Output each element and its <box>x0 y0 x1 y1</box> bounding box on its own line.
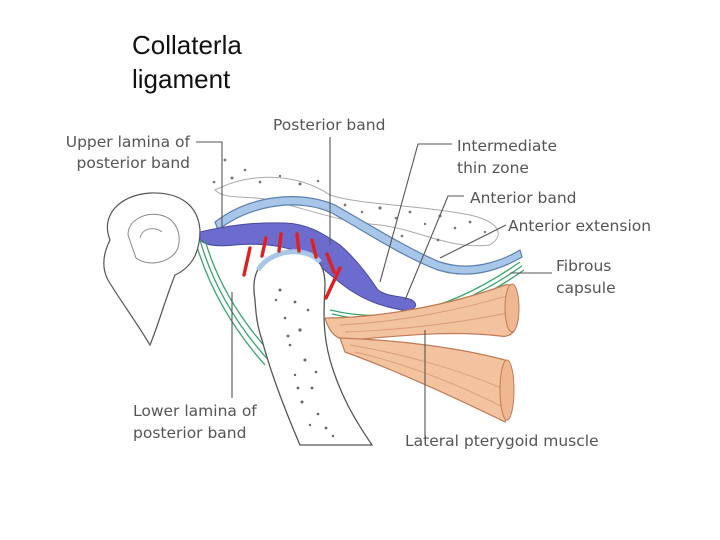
label-fibrous-line2: capsule <box>556 279 616 297</box>
collateral-ligament-marks <box>242 232 342 300</box>
title-line-1: Collaterla <box>132 30 242 60</box>
glenoid-cartilage <box>214 196 523 275</box>
label-upper-lamina-line1: Upper lamina of <box>66 133 191 151</box>
label-lateral-pterygoid: Lateral pterygoid muscle <box>405 432 599 450</box>
label-anterior-extension: Anterior extension <box>508 217 651 235</box>
postglenoid-bone <box>103 192 201 347</box>
label-fibrous-line1: Fibrous <box>556 257 611 275</box>
label-intermediate-line1: Intermediate <box>457 137 557 155</box>
mandibular-condyle <box>253 249 374 446</box>
lateral-pterygoid-muscle <box>324 283 520 423</box>
slide-title: Collaterla ligament <box>132 28 332 96</box>
leader-lines <box>196 137 552 436</box>
label-anterior-band: Anterior band <box>470 189 577 207</box>
label-intermediate-line2: thin zone <box>457 159 529 177</box>
label-lower-lamina-line2: posterior band <box>133 424 246 442</box>
label-posterior-band: Posterior band <box>273 116 385 134</box>
label-lower-lamina-line1: Lower lamina of <box>133 402 257 420</box>
title-line-2: ligament <box>132 64 231 94</box>
label-upper-lamina-line2: posterior band <box>77 154 190 172</box>
